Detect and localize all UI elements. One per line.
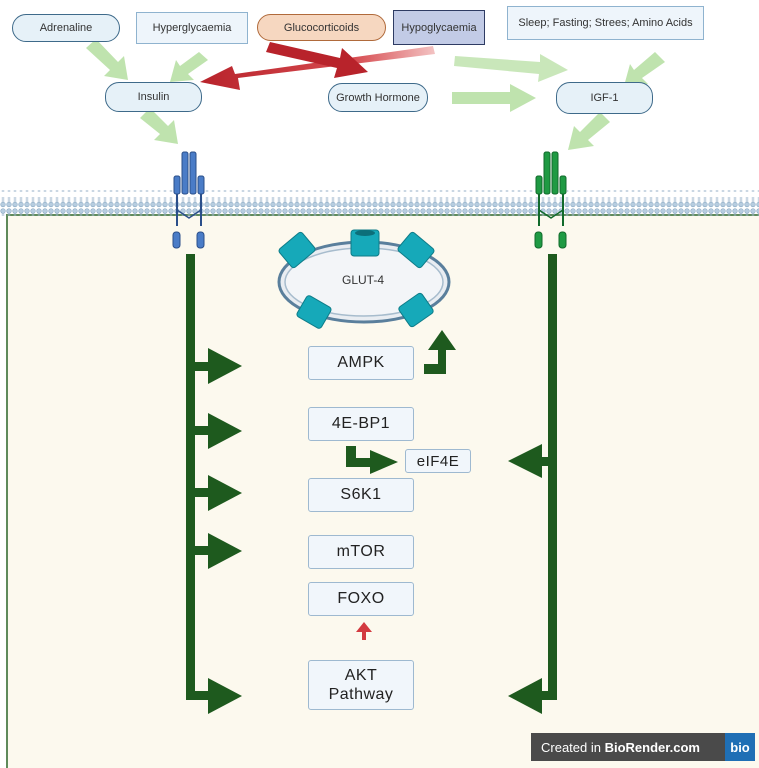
credit-brand: BioRender.com <box>604 739 700 755</box>
hypoglycaemia-node: Hypoglycaemia <box>393 10 485 45</box>
arrow-gluco-to-gh <box>266 42 368 78</box>
insulin-receptor <box>172 151 205 249</box>
sleep-fasting-node: Sleep; Fasting; Strees; Amino Acids <box>507 6 704 40</box>
glut4-vesicle <box>277 229 451 329</box>
insulin-pathway <box>186 254 242 714</box>
glucocorticoids-node: Glucocorticoids <box>257 14 386 41</box>
arrow-hyperglycaemia-insulin <box>170 52 208 82</box>
akt-pathway-node: AKT Pathway <box>308 660 414 710</box>
activation-arrows-top <box>86 39 665 150</box>
growth-hormone-node: Growth Hormone <box>328 83 428 112</box>
arrow-hypoglycaemia-igf1 <box>454 54 568 82</box>
cell-membrane <box>0 190 759 216</box>
credit-text: Created in BioRender.com <box>531 740 700 755</box>
eif4e-node: eIF4E <box>405 449 471 473</box>
arrow-adrenaline-insulin <box>86 39 128 80</box>
arrow-igf1-receptor <box>568 112 610 150</box>
inhibition-arrows <box>200 42 435 640</box>
arrow-hypo-to-insulin <box>200 46 435 90</box>
arrow-ampk-glut4 <box>424 330 456 374</box>
mtor-node: mTOR <box>308 535 414 569</box>
akt-label-line1: AKT <box>344 667 378 684</box>
foxo-node: FOXO <box>308 582 414 616</box>
4e-bp1-node: 4E-BP1 <box>308 407 414 441</box>
arrow-sleep-igf1 <box>624 52 665 86</box>
arrow-insulin-receptor <box>140 108 178 144</box>
arrow-foxo-akt <box>356 622 372 640</box>
igf1-node: IGF-1 <box>556 82 653 114</box>
credit-prefix: Created in <box>541 739 605 755</box>
arrow-bp1-eif4e <box>346 446 398 474</box>
hyperglycaemia-node: Hyperglycaemia <box>136 12 248 44</box>
biorender-credit[interactable]: Created in BioRender.com bio <box>531 733 755 761</box>
akt-label-line2: Pathway <box>328 686 394 703</box>
arrow-gh-igf1 <box>452 84 536 112</box>
s6k1-node: S6K1 <box>308 478 414 512</box>
biorender-logo-icon: bio <box>725 733 755 761</box>
igf1-receptor <box>534 151 567 249</box>
ampk-node: AMPK <box>308 346 414 380</box>
insulin-node: Insulin <box>105 82 202 112</box>
glut4-label: GLUT-4 <box>341 273 384 287</box>
igf1-pathway <box>508 254 557 714</box>
adrenaline-node: Adrenaline <box>12 14 120 42</box>
